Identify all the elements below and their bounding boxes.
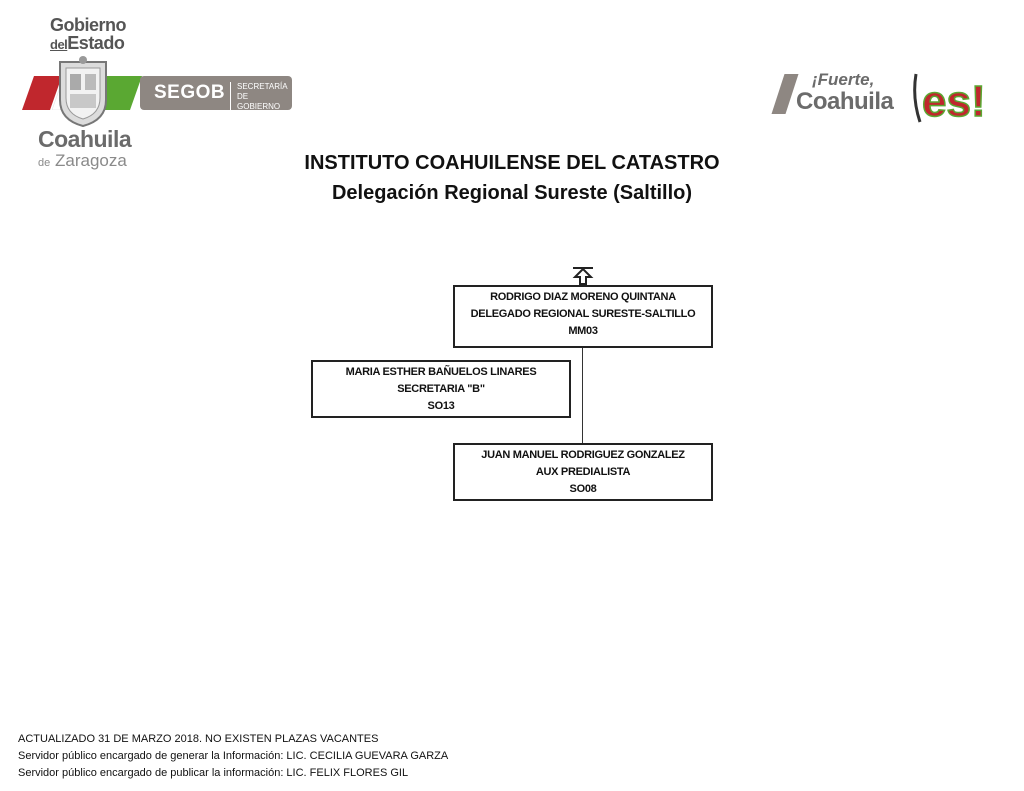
zaragoza-wordmark: de Zaragoza (38, 151, 127, 170)
footer-generated-by: Servidor público encargado de generar la… (18, 750, 449, 762)
up-arrow-icon (572, 267, 594, 285)
node-code: SO13 (427, 400, 455, 412)
page-title: INSTITUTO COAHUILENSE DEL CATASTRO (304, 152, 720, 174)
node-name: RODRIGO DIAZ MORENO QUINTANA (490, 291, 676, 303)
coahuila-wordmark: Coahuila (38, 126, 132, 152)
footer-notes: ACTUALIZADO 31 DE MARZO 2018. NO EXISTEN… (18, 731, 448, 782)
node-code: MM03 (568, 325, 598, 337)
node-code: SO08 (569, 483, 597, 495)
svg-text:es!: es! (922, 77, 986, 126)
org-node-secretaria: MARIA ESTHER BAÑUELOS LINARES SECRETARIA… (311, 360, 571, 418)
coat-of-arms-icon (59, 56, 107, 128)
footer-updated: ACTUALIZADO 31 DE MARZO 2018. NO EXISTEN… (18, 733, 379, 745)
node-position: AUX PREDIALISTA (535, 466, 631, 478)
node-name: JUAN MANUEL RODRIGUEZ GONZALEZ (481, 449, 685, 461)
es-colorful-icon: es! (913, 73, 986, 127)
segob-badge: SEGOB SECRETARÍA DE GOBIERNO (140, 76, 292, 112)
org-node-delegado: RODRIGO DIAZ MORENO QUINTANA DELEGADO RE… (453, 285, 713, 348)
footer-published-by: Servidor público encargado de publicar l… (18, 767, 409, 779)
node-position: SECRETARIA "B" (397, 383, 485, 395)
connector-line (582, 348, 583, 443)
fuerte-coahuila-logo: ¡Fuerte, Coahuila es! (771, 70, 990, 132)
node-name: MARIA ESTHER BAÑUELOS LINARES (345, 366, 537, 378)
segob-subtitle: SECRETARÍA DE GOBIERNO (230, 82, 292, 112)
page-subtitle: Delegación Regional Sureste (Saltillo) (331, 182, 693, 204)
org-node-aux-predialista: JUAN MANUEL RODRIGUEZ GONZALEZ AUX PREDI… (453, 443, 713, 501)
node-position: DELEGADO REGIONAL SURESTE-SALTILLO (470, 308, 696, 320)
gobierno-coahuila-logo: Gobierno delEstado SEGOB SECRETARÍA DE G… (22, 14, 302, 174)
gobierno-del-estado-text: Gobierno delEstado (50, 15, 127, 53)
slash-mark-icon (771, 74, 799, 114)
